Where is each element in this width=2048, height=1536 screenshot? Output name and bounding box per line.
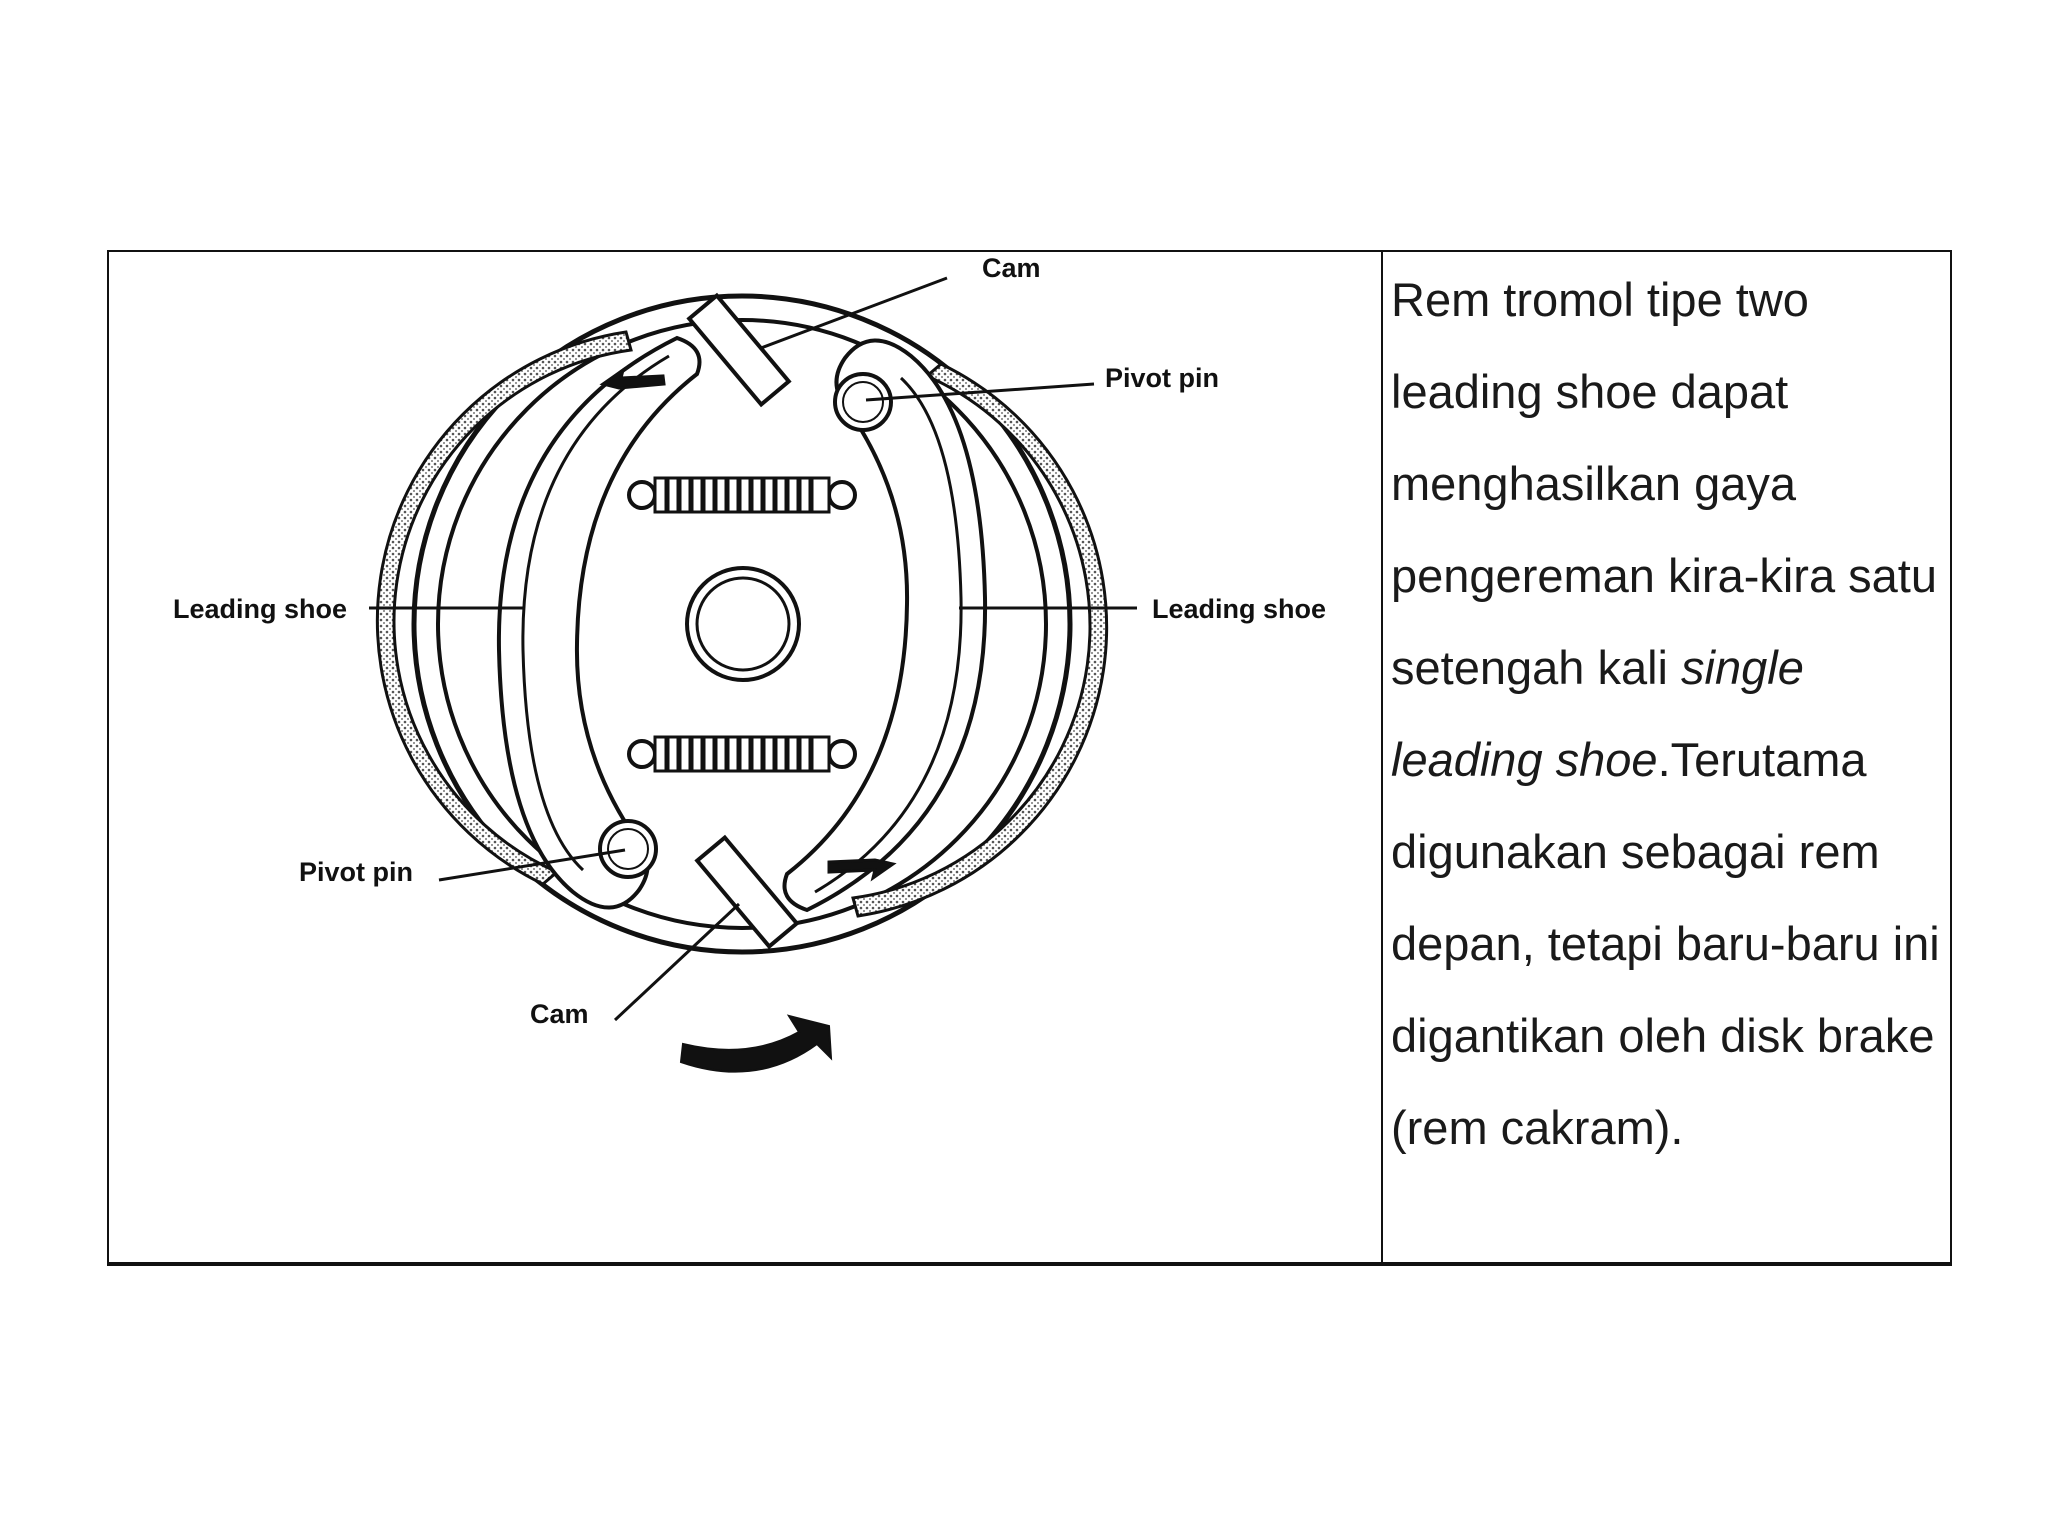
label-leading-shoe-left: Leading shoe	[173, 594, 347, 624]
content-table: Cam Pivot pin Leading shoe Leading shoe …	[107, 250, 1952, 1266]
right-shoe-groove	[814, 376, 963, 894]
brake-diagram: Cam Pivot pin Leading shoe Leading shoe …	[173, 253, 1326, 1073]
right-shoe	[782, 338, 988, 913]
arrow-right-shoe	[827, 858, 897, 882]
label-cam-bottom: Cam	[530, 999, 589, 1029]
spring-top	[627, 476, 857, 514]
description-text-part1: Rem tromol tipe two leading shoe dapat m…	[1391, 273, 1937, 694]
drum-outer-ring	[411, 293, 1073, 955]
spring-bottom	[627, 735, 857, 773]
pivot-pin-top-inner	[842, 381, 884, 423]
left-shoe	[496, 335, 702, 910]
description-paragraph: Rem tromol tipe two leading shoe dapat m…	[1383, 254, 1948, 1174]
hub-inner	[695, 576, 791, 672]
cam-bottom	[694, 834, 800, 950]
drum-inner-ring	[436, 318, 1048, 930]
leader-cam-top	[760, 276, 948, 350]
left-lining	[375, 330, 633, 886]
label-pivot-pin-top: Pivot pin	[1105, 363, 1219, 393]
left-shoe-groove	[521, 354, 670, 872]
leader-pivot-bottom	[438, 848, 626, 882]
description-text-part2: .Terutama digunakan sebagai rem depan, t…	[1391, 733, 1940, 1154]
diagram-cell: Cam Pivot pin Leading shoe Leading shoe …	[109, 252, 1381, 1262]
label-pivot-pin-bottom: Pivot pin	[299, 857, 413, 887]
column-divider	[1381, 252, 1383, 1262]
pivot-pin-bottom-inner	[607, 828, 649, 870]
label-cam-top: Cam	[982, 253, 1041, 283]
rotation-arrow	[679, 1014, 833, 1073]
leader-cam-bottom	[613, 902, 741, 1022]
cam-top	[686, 292, 792, 408]
right-lining	[851, 362, 1109, 918]
description-cell: Rem tromol tipe two leading shoe dapat m…	[1383, 254, 1948, 1254]
arrow-left-shoe	[599, 366, 666, 390]
description-italic-term: single leading shoe	[1391, 641, 1804, 786]
hub-outer	[685, 566, 801, 682]
leader-pivot-top	[865, 382, 1095, 402]
label-leading-shoe-right: Leading shoe	[1152, 594, 1326, 624]
